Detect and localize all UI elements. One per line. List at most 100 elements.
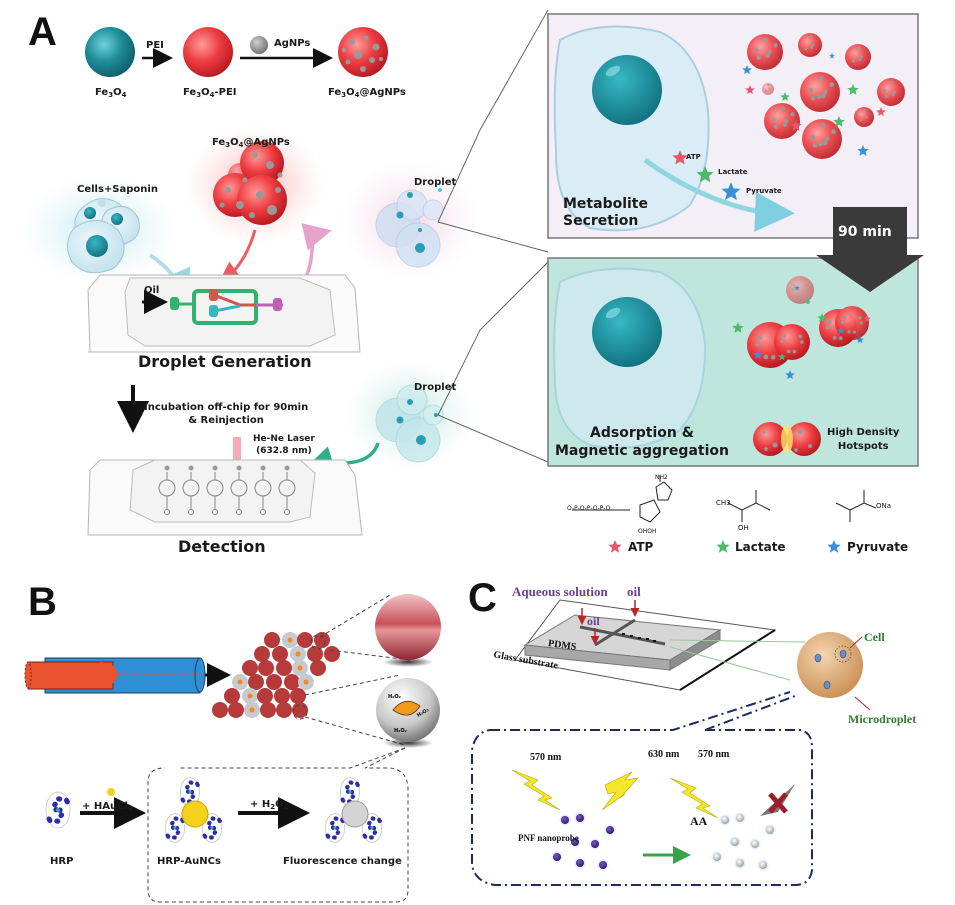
probes-on xyxy=(551,812,616,871)
bolt-570-right xyxy=(669,777,719,819)
incubation-line-1: Incubation off-chip for 90min xyxy=(144,402,309,413)
agnp-particle xyxy=(250,36,268,54)
aggregated-clusters xyxy=(732,276,871,379)
secretion-title: Metabolite Secretion xyxy=(563,196,648,230)
lactate-oh: OH xyxy=(738,524,749,532)
wavelength-570-right: 570 nm xyxy=(698,749,730,760)
enzyme-dot xyxy=(303,679,309,685)
nanoparticle xyxy=(800,72,840,112)
hrp-protein xyxy=(201,813,223,843)
metabolite-star xyxy=(829,53,835,59)
hrp-label: HRP xyxy=(50,856,74,867)
empty-droplet xyxy=(297,632,313,648)
metabolite-star xyxy=(753,350,763,359)
well-outlet xyxy=(284,509,290,515)
empty-droplet xyxy=(284,674,300,690)
hrp-protein xyxy=(324,813,346,843)
cells-illustration xyxy=(67,198,140,274)
pdms-block xyxy=(523,614,722,671)
h2o2-label-2: H₂O₂ xyxy=(416,707,430,719)
h2o2-label-3: H₂O₂ xyxy=(394,728,407,734)
fe3o4-agnps-particle xyxy=(338,27,388,77)
h2o2-reagent-label: + H2O2 xyxy=(250,799,289,811)
aa-label: AA xyxy=(690,814,708,828)
quenched-probe xyxy=(766,826,774,834)
metabolite-star xyxy=(876,107,886,116)
metabolite-star xyxy=(833,116,845,127)
hotspot-line-1: High Density xyxy=(827,427,900,438)
bolt-630 xyxy=(601,771,639,811)
microdroplet xyxy=(797,632,863,698)
microdroplet-label: Microdroplet xyxy=(848,712,917,726)
droplet-cluster-bottom xyxy=(375,384,444,463)
label-droplet-bottom: Droplet xyxy=(414,382,457,393)
gold-nanocluster xyxy=(181,800,209,828)
quenched-probe xyxy=(731,838,739,846)
panel-b-graphics: H₂O₂ H₂O₂ H₂O₂ xyxy=(24,594,441,903)
nanoparticle xyxy=(798,33,822,57)
empty-droplet xyxy=(310,660,326,676)
aggregate-cluster xyxy=(835,306,869,340)
lactate-structure xyxy=(727,490,771,522)
secretion-nanoparticles xyxy=(747,33,905,159)
secretion-flow-arrow xyxy=(643,157,795,232)
nanoparticle xyxy=(845,44,871,70)
empty-droplet xyxy=(242,660,258,676)
metabolite-star xyxy=(721,182,741,201)
laser-beam xyxy=(233,437,241,467)
empty-droplet xyxy=(274,688,290,704)
pyruvate-ona: ONa xyxy=(876,502,892,510)
detection-wells xyxy=(158,465,296,515)
pnf-probe xyxy=(571,838,579,846)
time-arrow xyxy=(816,207,924,292)
pnf-probe xyxy=(606,826,614,834)
atp-structure xyxy=(572,475,673,523)
label-nanoparticle-input: Fe3O4@AgNPs xyxy=(212,137,290,149)
well-inlet xyxy=(284,465,290,471)
laser-label: He-Ne Laser (632.8 nm) xyxy=(253,433,315,457)
droplet-cluster-top xyxy=(375,188,444,268)
well-outlet xyxy=(236,509,242,515)
magnified-droplet-sphere xyxy=(375,594,441,660)
pnf-probe xyxy=(576,814,584,822)
aggregation-title-line-1: Adsorption & xyxy=(590,425,694,441)
zoom-lines xyxy=(437,9,549,463)
gold-ion-icon xyxy=(107,788,115,796)
empty-droplet xyxy=(224,688,240,704)
pyruvate-structure xyxy=(835,490,877,522)
aggregate-cluster xyxy=(774,324,810,360)
laser-line-1: He-Ne Laser xyxy=(253,434,315,444)
enzyme-dot xyxy=(237,679,243,685)
hrp-protein xyxy=(361,813,383,843)
cell-icon xyxy=(823,680,831,690)
time-arrow-label: 90 min xyxy=(838,224,892,240)
empty-droplet xyxy=(258,660,274,676)
metabolite-star xyxy=(732,322,744,333)
well-inlet xyxy=(260,465,266,471)
legend-atp: ATP xyxy=(628,540,654,554)
quenched-probe xyxy=(751,840,759,848)
hotspot-label: High Density Hotspots xyxy=(827,426,899,454)
cell-label: Cell xyxy=(864,630,885,644)
pnf-probe xyxy=(561,816,569,824)
aggregation-title: Adsorption & Magnetic aggregation xyxy=(555,424,729,460)
legend-lactate: Lactate xyxy=(735,540,786,554)
metabolite-star xyxy=(790,120,802,131)
label-oil: Oil xyxy=(144,285,160,296)
fluorescence-change-label: Fluorescence change xyxy=(283,856,402,867)
quenched-probe xyxy=(721,816,729,824)
flow-focusing-tube xyxy=(24,657,206,694)
label-lactate-flow: Lactate xyxy=(718,168,748,176)
metabolite-star xyxy=(863,315,871,323)
panel-c-graphics xyxy=(471,599,871,886)
incubation-line-2: & Reinjection xyxy=(188,415,264,426)
label-fe3o4: Fe3O4 xyxy=(95,87,127,99)
secretion-metabolite-stars xyxy=(672,53,886,201)
well-inlet xyxy=(164,465,170,471)
well-inlet xyxy=(188,465,194,471)
hrp-proteins xyxy=(45,777,383,843)
metabolite-star xyxy=(742,65,752,74)
nanoparticle-cluster xyxy=(213,141,287,225)
secretion-title-line-1: Metabolite xyxy=(563,196,648,212)
nanoparticle xyxy=(762,83,774,95)
